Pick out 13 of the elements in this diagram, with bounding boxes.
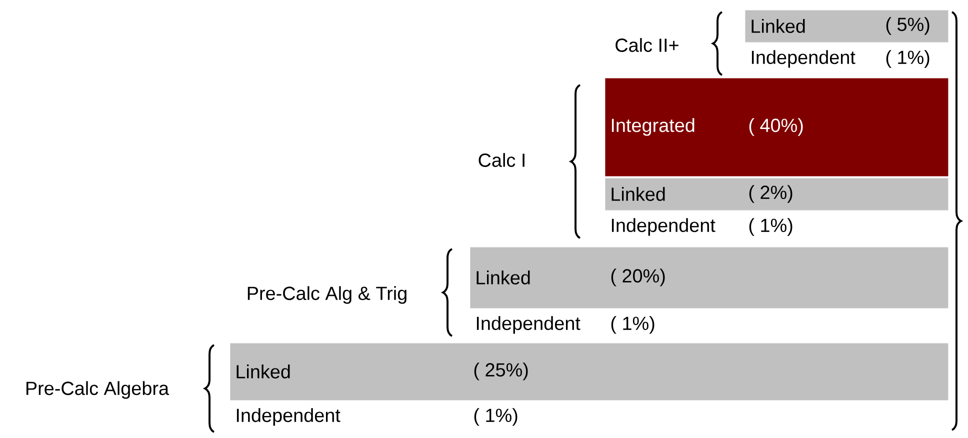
group-label: Calc II+ bbox=[616, 38, 678, 52]
text-row: Independent ( 1%) bbox=[476, 316, 654, 334]
bar: Linked ( 25%) bbox=[230, 343, 948, 400]
bar: Linked ( 2%) bbox=[605, 178, 948, 210]
group-label: Pre-Calc Alg & Trig bbox=[248, 286, 406, 304]
text-row: Independent ( 1%) bbox=[752, 50, 930, 68]
bar: Integrated ( 40%) bbox=[605, 78, 948, 176]
text-row: Independent ( 1%) bbox=[236, 408, 518, 426]
bar: Linked ( 20%) bbox=[470, 247, 948, 308]
group-label: Calc I bbox=[478, 153, 524, 167]
text-row: Independent ( 1%) bbox=[612, 218, 792, 236]
group-label: Pre-Calc Algebra bbox=[26, 381, 170, 399]
bar: Linked ( 5%) bbox=[745, 10, 948, 42]
